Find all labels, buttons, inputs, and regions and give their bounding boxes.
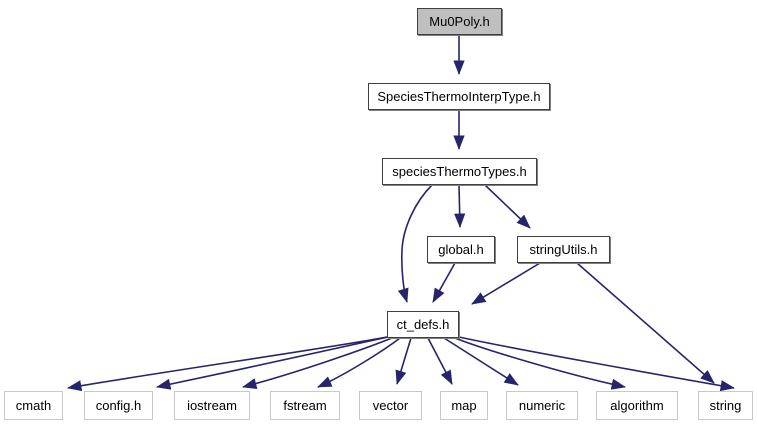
node-sptintype[interactable]: SpeciesThermoInterpType.h <box>368 83 550 110</box>
edge-ctdefs-to-iostream <box>242 337 393 390</box>
edge-sptypes-to-stringutils <box>484 184 531 229</box>
node-label-string: string <box>709 398 742 413</box>
node-label-ctdefs: ct_defs.h <box>396 317 450 332</box>
node-label-algorithm: algorithm <box>610 398 664 413</box>
node-cmath[interactable]: cmath <box>4 391 63 420</box>
node-label-vector: vector <box>372 398 409 413</box>
node-iostream[interactable]: iostream <box>174 391 250 420</box>
node-label-stringutils: stringUtils.h <box>529 242 598 257</box>
node-label-sptypes: speciesThermoTypes.h <box>392 164 527 179</box>
edge-ctdefs-to-vector <box>395 337 412 385</box>
node-label-sptintype: SpeciesThermoInterpType.h <box>377 89 541 104</box>
node-algorithm[interactable]: algorithm <box>596 391 678 420</box>
node-label-mu0poly: Mu0Poly.h <box>429 14 490 29</box>
node-label-map: map <box>451 398 477 413</box>
edge-stringutils-to-ctdefs <box>471 262 541 305</box>
node-label-fstream: fstream <box>283 398 327 413</box>
node-string[interactable]: string <box>698 391 753 420</box>
node-global[interactable]: global.h <box>427 236 495 263</box>
edge-sptypes-to-global <box>454 184 466 228</box>
edge-ctdefs-to-numeric <box>443 337 519 386</box>
node-stringutils[interactable]: stringUtils.h <box>517 236 610 263</box>
edge-ctdefs-to-fstream <box>317 337 401 388</box>
node-sptypes[interactable]: speciesThermoTypes.h <box>382 158 537 185</box>
edge-ctdefs-to-algorithm <box>454 337 626 390</box>
node-mu0poly[interactable]: Mu0Poly.h <box>417 8 502 35</box>
edge-ctdefs-to-string <box>458 336 735 392</box>
edge-ctdefs-to-cmath <box>67 336 388 392</box>
node-map[interactable]: map <box>440 391 488 420</box>
node-label-global: global.h <box>438 242 484 257</box>
node-label-iostream: iostream <box>187 398 237 413</box>
node-fstream[interactable]: fstream <box>270 391 340 420</box>
edge-ctdefs-to-config <box>156 336 389 390</box>
edge-stringutils-to-string <box>576 262 715 384</box>
edge-global-to-ctdefs <box>432 262 456 303</box>
node-config[interactable]: config.h <box>84 391 153 420</box>
node-label-cmath: cmath <box>15 398 52 413</box>
node-label-config: config.h <box>95 398 142 413</box>
node-vector[interactable]: vector <box>359 391 422 420</box>
node-ctdefs[interactable]: ct_defs.h <box>387 311 459 338</box>
edge-ctdefs-to-map <box>427 337 453 385</box>
node-label-numeric: numeric <box>518 398 566 413</box>
node-numeric[interactable]: numeric <box>506 391 578 420</box>
